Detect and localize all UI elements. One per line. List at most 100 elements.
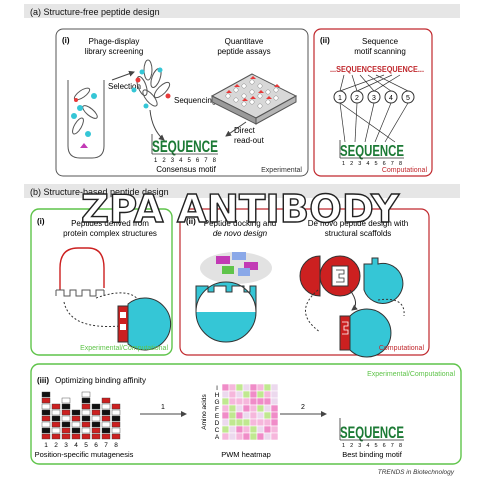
scanned-sequence: ...SEQUENCESEQUENCE... [330,64,424,74]
heatmap-cell [263,397,272,406]
mutagenesis-block [91,421,101,428]
heatmap-cell [256,411,265,420]
quantitative-line1: Quantitave [225,37,264,46]
heatmap-cell [221,404,230,413]
scaffold-title-2: structural scaffolds [325,229,392,238]
motif-scan-logo-letters: SEQUENCE [340,143,404,160]
heatmap-cell [270,425,279,434]
heatmap-cell [221,425,230,434]
heatmap-axis-label: Amino acids [201,394,208,430]
consensus-caption: Consensus motif [156,165,216,174]
mutagenesis-block [61,409,71,416]
heatmap-cell [242,383,251,392]
mutagenesis-block [91,433,101,440]
mutagenesis-block [61,397,71,404]
mutagenesis-block [101,421,111,428]
panel-a-i [55,28,309,177]
scaffold-illustration [299,255,405,358]
mutagenesis-block [111,409,121,416]
heatmap-cell [235,418,244,427]
mutagenesis-block [61,421,71,428]
step-2-label: 2 [301,404,305,411]
mutagenesis-block [101,409,111,416]
mutagenesis-position: 7 [104,442,108,449]
mutagenesis-block [41,397,51,404]
mutagenesis-position: 6 [94,442,98,449]
mutagenesis-block [91,427,101,434]
heatmap-cell [221,418,230,427]
heatmap-cell [263,418,272,427]
mutagenesis-block [71,427,81,434]
heatmap-cell [256,432,265,441]
heatmap-cell [235,404,244,413]
mutagenesis-block [101,403,111,410]
mutagenesis-position: 2 [54,442,58,449]
heatmap-cell [235,411,244,420]
heatmap-cell [235,390,244,399]
heatmap-cell [228,397,237,406]
heatmap-cell [221,432,230,441]
scaffold-title-1: De novo peptide design with [308,219,409,228]
scan-network-lines [339,74,409,143]
sequencing-label: Sequencing [174,96,216,105]
mutagenesis-block [81,397,91,404]
heatmap-cell [256,404,265,413]
heatmap-cell [263,404,272,413]
section-b-header-bar [24,184,460,198]
panel-b-iii-title: Optimizing binding affinity [55,376,146,385]
heatmap-cell [249,432,258,441]
heatmap-cell [270,390,279,399]
heatmap-cell [270,383,279,392]
heatmap-cell [249,397,258,406]
heatmap-cell [270,404,279,413]
heatmap-cell [228,418,237,427]
heatmap-cell [228,383,237,392]
mutagenesis-block [91,403,101,410]
watermark-text: ZPA ANTIBODY [81,187,399,231]
panel-a-i-label: (i) [62,36,70,45]
mutagenesis-block [71,421,81,428]
mutagenesis-block [91,409,101,416]
direct-readout-arrow [225,121,247,137]
motif-scan-logo: SEQUENCE 1 2 3 4 5 6 7 8 [339,140,404,167]
panel-b-i-label: (i) [37,217,45,226]
section-a-header-bar [24,4,460,18]
heatmap-cell [249,383,258,392]
heatmap-cell [242,390,251,399]
heatmap-cell [221,397,230,406]
mutagenesis-block [81,391,91,398]
scan-node-1: 1 [338,95,342,102]
consensus-motif-logo: SEQUENCE 1 2 3 4 5 6 7 8 [151,134,218,164]
heatmap-cell [228,411,237,420]
heatmap-cell [235,397,244,406]
section-b-header: (b) Structure-based peptide design [30,187,169,197]
heatmap-cell [235,432,244,441]
heatmap-cell [249,418,258,427]
mutagenesis-block [61,415,71,422]
heatmap-row-label: F [215,406,219,413]
motif-scanning-line1: Sequence [362,37,399,46]
heatmap-caption: PWM heatmap [221,450,271,459]
mutagenesis-block [101,415,111,422]
mutagenesis-block [111,427,121,434]
mutagenesis-block [111,403,121,410]
heatmap-row-label: A [215,434,220,441]
complex-structure-illustration [55,247,172,351]
panel-b-ii-label: (ii) [186,217,196,226]
phage-display-line1: Phage-display [89,37,140,46]
mutagenesis-stacks [41,391,121,440]
heatmap-row-labels: I H G F E D C A [214,385,219,441]
mutagenesis-block [101,397,111,404]
heatmap-cell [242,432,251,441]
heatmap-cell [256,425,265,434]
docking-title-1: Peptide docking and [204,219,277,228]
mutagenesis-block [81,403,91,410]
heatmap-cell [270,397,279,406]
mutagenesis-block [101,427,111,434]
heatmap-cell [221,390,230,399]
heatmap-cell [270,411,279,420]
motif-scan-positions: 1 2 3 4 5 6 7 8 [342,161,402,167]
heatmap-cell [263,432,272,441]
heatmap-cell [249,411,258,420]
